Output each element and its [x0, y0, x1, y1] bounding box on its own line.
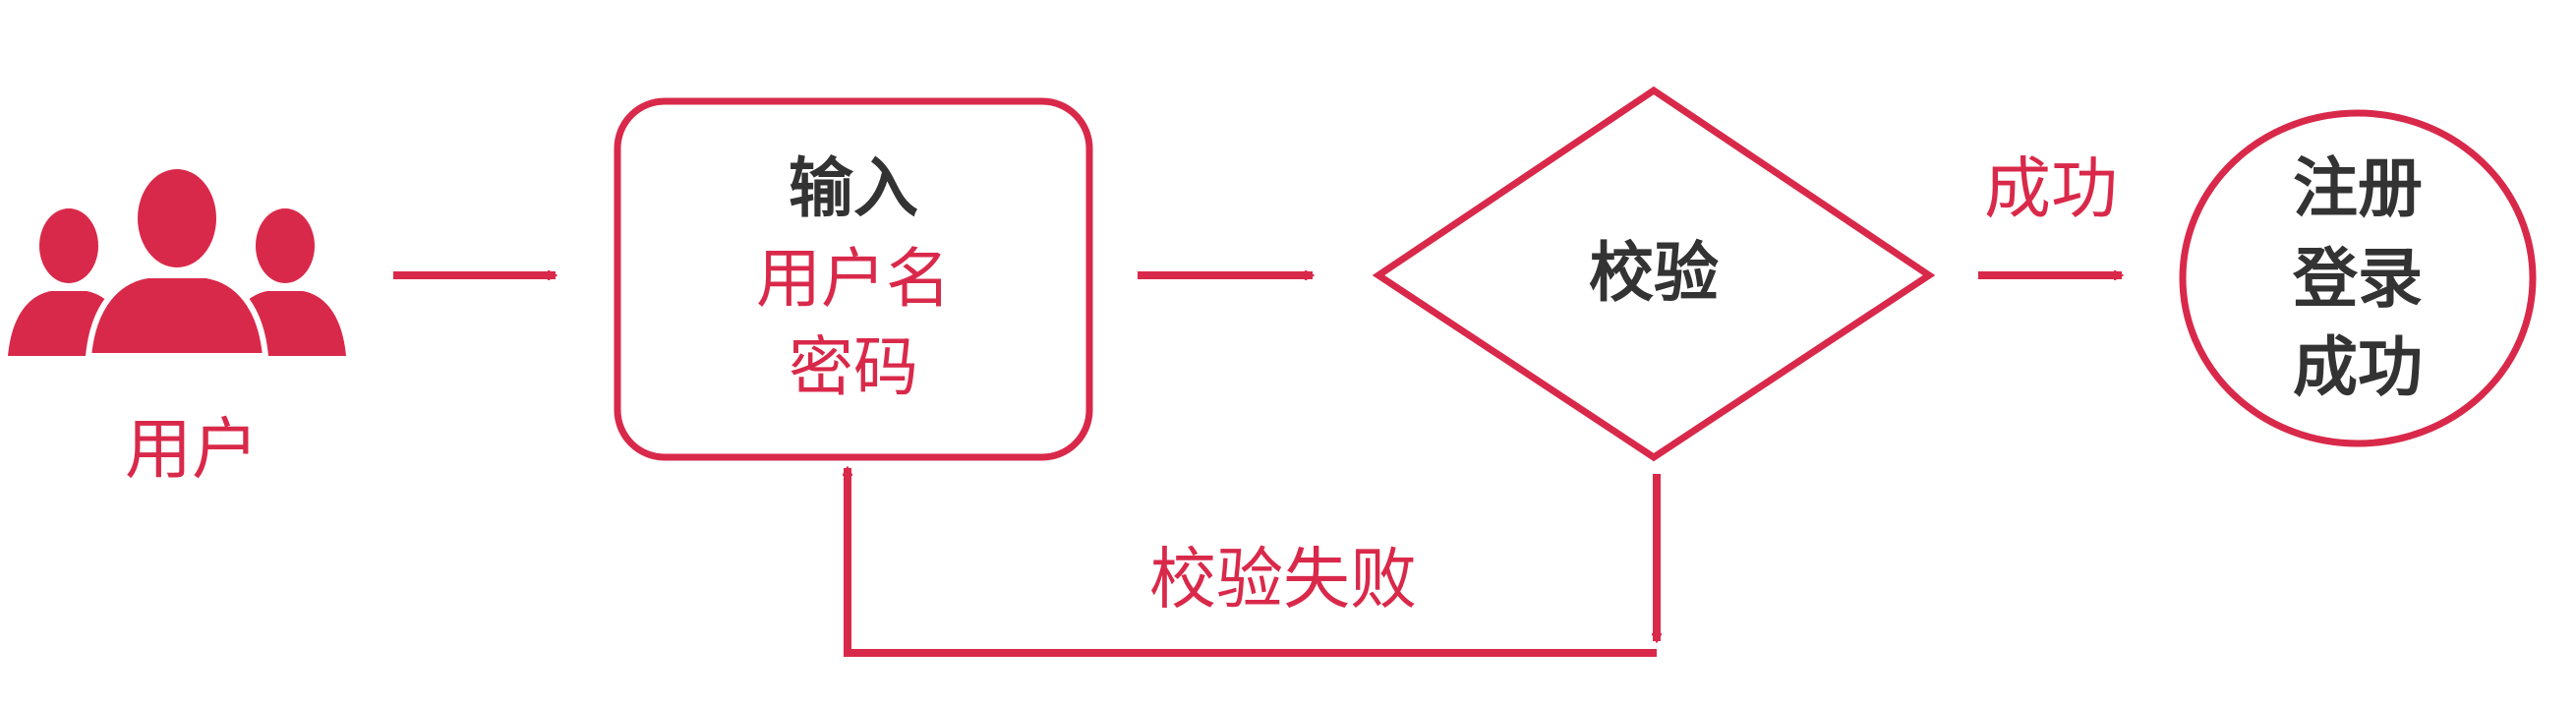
success-edge-label: 成功: [1984, 151, 2118, 229]
result-line-register: 注册: [2293, 150, 2423, 226]
failure-edge-label: 校验失败: [1149, 542, 1417, 619]
users-group-icon: [8, 169, 346, 359]
result-circle: [2179, 109, 2537, 447]
result-line-login: 登录: [2292, 241, 2423, 317]
input-title: 输入: [789, 150, 918, 226]
validate-diamond: [1372, 86, 1936, 462]
input-username: 用户名: [756, 241, 951, 317]
input-password: 密码: [789, 329, 918, 405]
user-label: 用户: [125, 412, 259, 490]
validate-label: 校验: [1589, 235, 1719, 311]
result-line-success: 成功: [2293, 329, 2423, 405]
input-box: [614, 97, 1093, 461]
